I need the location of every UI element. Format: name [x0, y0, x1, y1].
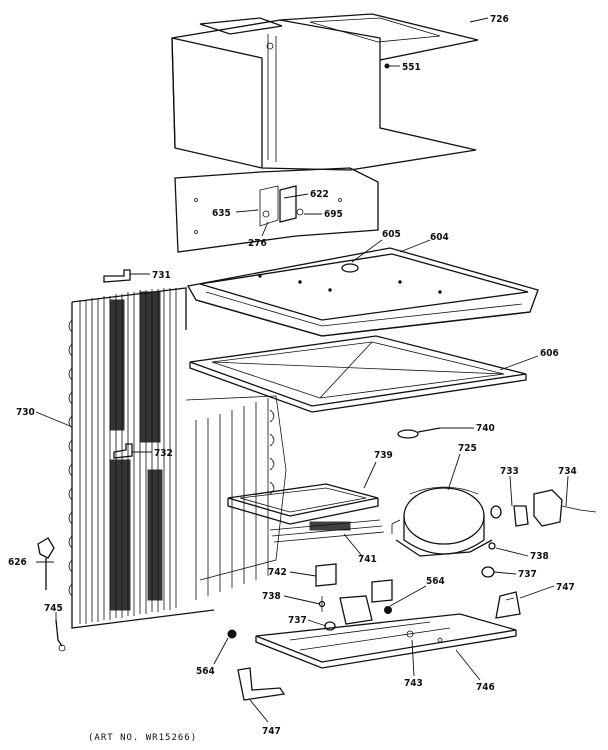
sensor-740	[397, 427, 441, 439]
label-564a: 564	[426, 576, 445, 587]
part-626	[37, 537, 55, 590]
drain-pan-606	[189, 335, 527, 413]
label-737a: 737	[518, 569, 537, 580]
label-740: 740	[476, 423, 495, 434]
top-cover-assembly	[171, 13, 479, 171]
overload-734	[533, 489, 597, 527]
grommet-737a	[481, 566, 495, 578]
clip-731	[103, 269, 131, 283]
condenser-coil-730	[68, 287, 287, 629]
label-742: 742	[268, 567, 287, 578]
label-626: 626	[8, 557, 27, 568]
drip-tray-604	[186, 247, 539, 337]
label-743: 743	[404, 678, 423, 689]
label-733: 733	[500, 466, 519, 477]
label-564b: 564	[196, 666, 215, 677]
label-738b: 738	[262, 591, 281, 602]
label-747a: 747	[556, 582, 575, 593]
label-726: 726	[490, 14, 509, 25]
label-738a: 738	[530, 551, 549, 562]
tray-739	[227, 483, 379, 525]
label-746: 746	[476, 682, 495, 693]
part-745	[55, 619, 66, 652]
relay-733	[490, 505, 529, 527]
label-695: 695	[324, 209, 343, 220]
label-605: 605	[382, 229, 401, 240]
part-number-labels: 726 551 622 635 695 276 605 604 731 606 …	[8, 14, 577, 737]
compressor-725	[391, 486, 493, 557]
label-725: 725	[458, 443, 477, 454]
label-551: 551	[402, 62, 421, 73]
label-734: 734	[558, 466, 577, 477]
label-604: 604	[430, 232, 449, 243]
screw-551	[384, 63, 400, 69]
label-731: 731	[152, 270, 171, 281]
screw-564b	[227, 629, 237, 639]
base-plate-746	[255, 595, 517, 669]
clip-732	[113, 443, 133, 459]
label-606: 606	[540, 348, 559, 359]
label-635: 635	[212, 208, 231, 219]
grommet-738b	[318, 596, 326, 612]
label-741: 741	[358, 554, 377, 565]
tube-assembly-741	[269, 519, 385, 543]
label-276: 276	[248, 238, 267, 249]
label-747b: 747	[262, 726, 281, 737]
leader-lines	[35, 17, 569, 723]
label-732: 732	[154, 448, 173, 459]
back-plate-assembly	[174, 167, 379, 253]
label-737b: 737	[288, 615, 307, 626]
label-730: 730	[16, 407, 35, 418]
art-number-caption: (ART NO. WR15266)	[88, 733, 198, 743]
screw-564a	[384, 606, 392, 614]
label-622: 622	[310, 189, 329, 200]
bracket-747a	[495, 591, 521, 619]
bracket-742	[315, 563, 393, 603]
bracket-747b	[237, 667, 286, 701]
grommet-738a	[488, 542, 496, 550]
label-745: 745	[44, 603, 63, 614]
label-739: 739	[374, 450, 393, 461]
